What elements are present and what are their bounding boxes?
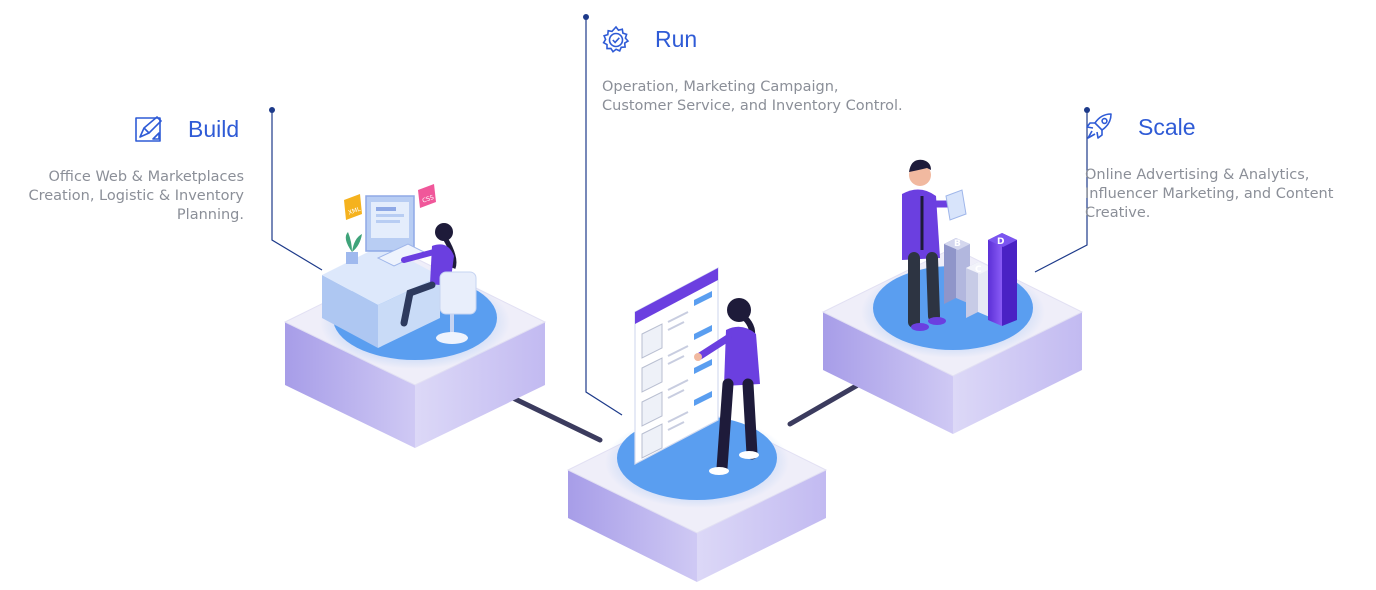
man-with-tablet — [902, 159, 967, 331]
build-description-line: Office Web & Marketplaces — [48, 169, 244, 185]
bar-d: D — [988, 233, 1017, 326]
run-title: Run — [655, 26, 698, 52]
bar-c-label: C — [975, 265, 982, 275]
leader-line-scale — [1034, 110, 1088, 273]
bar-d-label: D — [997, 237, 1004, 247]
developer-at-desk — [322, 195, 477, 348]
leader-dot-scale — [1084, 107, 1090, 113]
run-platform — [566, 405, 828, 582]
growth-bar-chart: B C D — [944, 233, 1017, 326]
leader-line-build — [271, 110, 323, 271]
scale-title: Scale — [1138, 114, 1196, 140]
build-description-line: Creation, Logistic & Inventory — [28, 188, 244, 204]
css-badge: CSS — [418, 184, 436, 208]
rocket-icon — [1086, 113, 1112, 139]
xml-badge: XML — [344, 194, 362, 220]
bar-b: B — [944, 238, 970, 304]
design-pencil-icon — [135, 116, 162, 142]
css-badge-label: CSS — [421, 194, 435, 205]
xml-badge-label: XML — [347, 206, 362, 217]
build-description-line: Planning. — [176, 207, 244, 223]
scale-description-line: Influencer Marketing, and Content — [1085, 186, 1334, 202]
product-listing-board — [634, 267, 719, 465]
gear-check-icon — [602, 25, 630, 53]
scale-description-line: Creative. — [1085, 205, 1151, 221]
bar-b-label: B — [954, 239, 961, 249]
run-description-line: Customer Service, and Inventory Control. — [602, 98, 903, 114]
leader-dot-build — [269, 107, 275, 113]
leader-dot-run — [583, 14, 589, 20]
build-description: Office Web & Marketplaces Creation, Logi… — [0, 168, 244, 225]
woman-presenting — [694, 298, 760, 475]
build-title: Build — [188, 116, 240, 142]
scale-description: Online Advertising & Analytics, Influenc… — [1085, 166, 1333, 223]
scale-description-line: Online Advertising & Analytics, — [1085, 167, 1310, 183]
leader-line-run — [585, 18, 623, 416]
run-description-line: Operation, Marketing Campaign, — [602, 79, 839, 95]
run-description: Operation, Marketing Campaign, Customer … — [602, 78, 903, 116]
